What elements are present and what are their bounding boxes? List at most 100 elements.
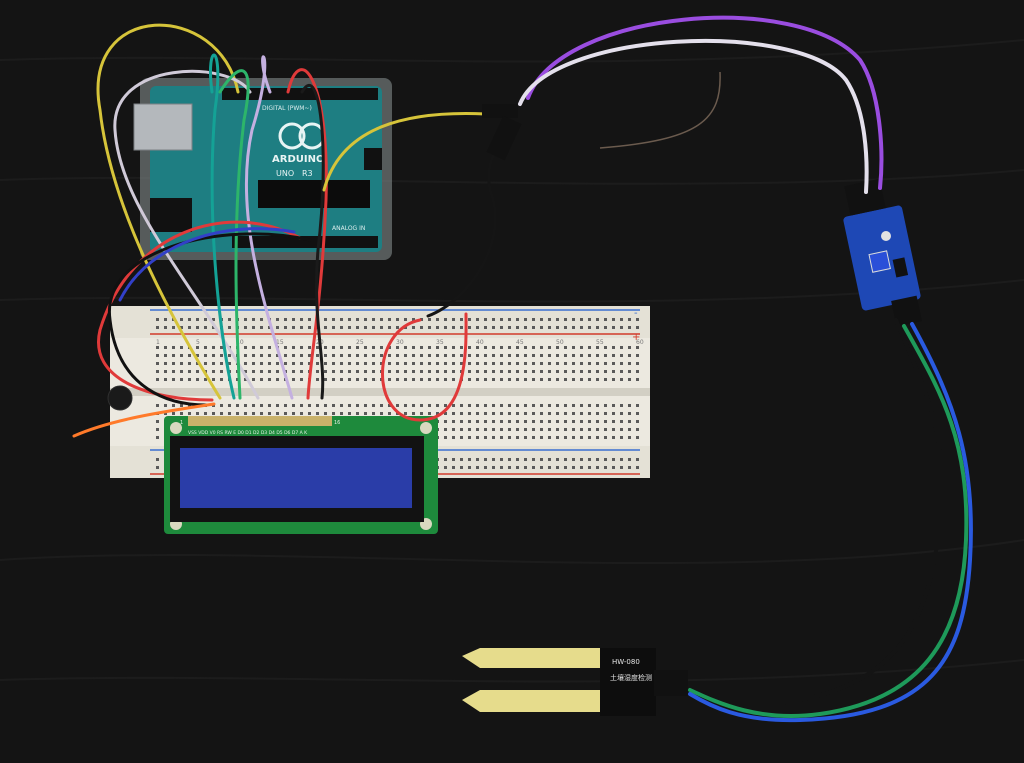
- breadboard-hole: [524, 458, 527, 461]
- breadboard-hole: [468, 326, 471, 329]
- breadboard-hole: [484, 420, 487, 423]
- breadboard-column-number: 5: [196, 339, 200, 346]
- breadboard-hole: [364, 378, 367, 381]
- breadboard-hole: [356, 326, 359, 329]
- breadboard-hole: [260, 404, 263, 407]
- breadboard-hole: [500, 466, 503, 469]
- lcd-module: VSS VDD V0 RS RW E D0 D1 D2 D3 D4 D5 D6 …: [164, 416, 438, 534]
- lcd-pin-labels: VSS VDD V0 RS RW E D0 D1 D2 D3 D4 D5 D6 …: [188, 430, 308, 436]
- breadboard-hole: [396, 346, 399, 349]
- breadboard-hole: [572, 362, 575, 365]
- breadboard-hole: [452, 362, 455, 365]
- breadboard-hole: [628, 420, 631, 423]
- breadboard-hole: [508, 428, 511, 431]
- wire-orange-lcd: [72, 402, 216, 438]
- breadboard-hole: [532, 326, 535, 329]
- breadboard-hole: [524, 436, 527, 439]
- breadboard-hole: [516, 326, 519, 329]
- breadboard-hole: [604, 436, 607, 439]
- breadboard-hole: [244, 404, 247, 407]
- breadboard-hole: [516, 404, 519, 407]
- breadboard-hole: [468, 428, 471, 431]
- breadboard-hole: [164, 370, 167, 373]
- breadboard-hole: [404, 404, 407, 407]
- wire-yellow-arduino: [96, 23, 240, 400]
- breadboard-hole: [308, 362, 311, 365]
- breadboard-hole: [620, 326, 623, 329]
- breadboard-hole: [572, 412, 575, 415]
- breadboard-hole: [372, 412, 375, 415]
- breadboard-hole: [596, 346, 599, 349]
- breadboard-hole: [572, 318, 575, 321]
- breadboard-hole: [244, 378, 247, 381]
- breadboard-hole: [564, 420, 567, 423]
- breadboard-hole: [436, 326, 439, 329]
- breadboard-hole: [332, 318, 335, 321]
- breadboard-hole: [284, 354, 287, 357]
- breadboard-hole: [636, 378, 639, 381]
- breadboard-hole: [372, 318, 375, 321]
- breadboard-hole: [412, 404, 415, 407]
- breadboard-hole: [620, 378, 623, 381]
- breadboard-hole: [532, 466, 535, 469]
- breadboard-hole: [636, 404, 639, 407]
- breadboard-hole: [324, 326, 327, 329]
- breadboard-hole: [388, 354, 391, 357]
- breadboard-hole: [308, 326, 311, 329]
- breadboard-hole: [484, 428, 487, 431]
- breadboard-hole: [268, 404, 271, 407]
- breadboard-hole: [172, 378, 175, 381]
- breadboard-hole: [588, 326, 591, 329]
- breadboard-hole: [444, 378, 447, 381]
- wire-black-arduino: [300, 84, 325, 400]
- breadboard-hole: [580, 458, 583, 461]
- module-mount-hole: [881, 231, 891, 241]
- breadboard-hole: [580, 466, 583, 469]
- breadboard-hole: [596, 466, 599, 469]
- breadboard-hole: [556, 466, 559, 469]
- breadboard-hole: [164, 404, 167, 407]
- breadboard-hole: [612, 458, 615, 461]
- breadboard-hole: [388, 404, 391, 407]
- breadboard-hole: [468, 436, 471, 439]
- breadboard-hole: [508, 346, 511, 349]
- breadboard-hole: [156, 346, 159, 349]
- breadboard-hole: [412, 370, 415, 373]
- breadboard-hole: [588, 420, 591, 423]
- breadboard-hole: [260, 354, 263, 357]
- breadboard-hole: [572, 326, 575, 329]
- breadboard-hole: [380, 326, 383, 329]
- breadboard-hole: [508, 436, 511, 439]
- breadboard-hole: [340, 370, 343, 373]
- wire-black-ground: [108, 232, 312, 407]
- breadboard-hole: [220, 354, 223, 357]
- breadboard-hole: [420, 326, 423, 329]
- breadboard-hole: [172, 346, 175, 349]
- breadboard-hole: [540, 466, 543, 469]
- breadboard-hole: [244, 370, 247, 373]
- breadboard-hole: [300, 354, 303, 357]
- breadboard-hole: [636, 428, 639, 431]
- breadboard-hole: [476, 370, 479, 373]
- breadboard-column-number: 55: [596, 339, 604, 346]
- breadboard-hole: [484, 458, 487, 461]
- breadboard-hole: [588, 428, 591, 431]
- breadboard-hole: [348, 354, 351, 357]
- breadboard-hole: [564, 354, 567, 357]
- probe-connector: [654, 670, 688, 696]
- breadboard-hole: [628, 428, 631, 431]
- breadboard-hole: [276, 404, 279, 407]
- breadboard-hole: [604, 370, 607, 373]
- breadboard-hole: [500, 458, 503, 461]
- breadboard-hole: [356, 378, 359, 381]
- breadboard-hole: [476, 466, 479, 469]
- breadboard-hole: [556, 370, 559, 373]
- breadboard-hole: [588, 318, 591, 321]
- breadboard-hole: [388, 326, 391, 329]
- wires: [72, 15, 973, 723]
- breadboard-hole: [532, 378, 535, 381]
- breadboard-hole: [452, 428, 455, 431]
- breadboard-hole: [620, 354, 623, 357]
- breadboard-hole: [220, 370, 223, 373]
- breadboard-hole: [236, 404, 239, 407]
